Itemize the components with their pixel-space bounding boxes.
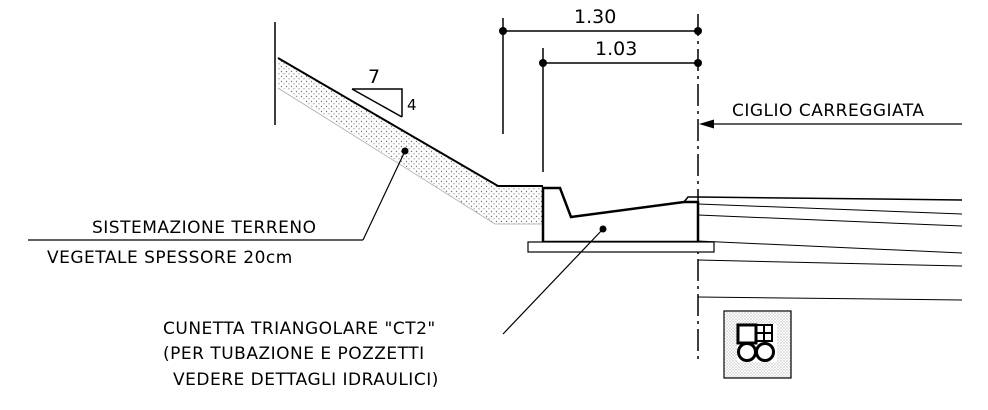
dim-outer-value: 1.30 bbox=[574, 6, 616, 28]
dim-inner-value: 1.03 bbox=[595, 38, 637, 60]
ditch-base-slab bbox=[527, 241, 715, 253]
slope-triangle-hyp bbox=[351, 88, 403, 118]
pavement-surface bbox=[697, 196, 963, 201]
slope-triangle bbox=[352, 88, 403, 117]
road-edge-arrow bbox=[699, 119, 714, 129]
dim-inner-tick-left bbox=[539, 59, 547, 67]
pavement-layer-3 bbox=[697, 240, 963, 254]
dim-outer-tick-left bbox=[499, 27, 507, 35]
ditch-label-line3: VEDERE DETTAGLI IDRAULICI) bbox=[173, 370, 439, 390]
duct-bank-icon bbox=[723, 310, 792, 379]
ditch-leader bbox=[502, 228, 604, 335]
slope-surface-line bbox=[277, 57, 543, 187]
pavement-layer-4 bbox=[697, 259, 963, 267]
kerb-edge bbox=[683, 196, 698, 203]
slope-rise-label: 4 bbox=[407, 96, 417, 114]
pavement-layer-5 bbox=[697, 296, 963, 301]
topsoil-bottom-line bbox=[277, 87, 543, 225]
soil-leader bbox=[362, 150, 406, 241]
pavement-layer-2 bbox=[697, 214, 963, 227]
topsoil-layer bbox=[278, 58, 543, 225]
slope-run-label: 7 bbox=[368, 66, 380, 88]
pavement-layer-1 bbox=[697, 203, 963, 215]
ditch-label-line1: CUNETTA TRIANGOLARE "CT2" bbox=[163, 319, 436, 339]
soil-label-line1: SISTEMAZIONE TERRENO bbox=[92, 218, 317, 238]
road-edge-label: CIGLIO CARREGGIATA bbox=[732, 101, 925, 121]
ditch-label-line2: (PER TUBAZIONE E POZZETTI bbox=[163, 344, 425, 364]
ditch-body bbox=[541, 186, 700, 244]
soil-label-line2: VEGETALE SPESSORE 20cm bbox=[47, 248, 293, 268]
